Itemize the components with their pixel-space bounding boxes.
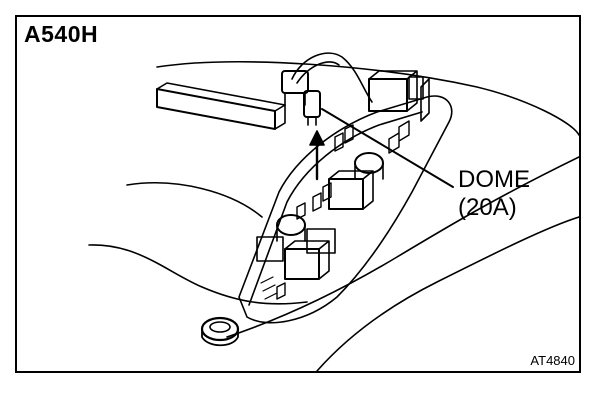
callout-leader (321, 108, 454, 188)
relay-cover (156, 88, 276, 130)
wire-harness-second (296, 61, 340, 84)
panel-outline-right (316, 216, 579, 371)
removal-arrow-head (309, 130, 325, 146)
panel-outline-lower-left (88, 244, 308, 305)
diagram-frame: A540H DOME (20A) AT4840 (15, 15, 581, 373)
panel-outline-upper (156, 61, 579, 136)
relay-mid (328, 178, 364, 210)
fuse-block-tray (238, 95, 453, 324)
fuse-row-lower (276, 202, 306, 300)
connector-plug (281, 70, 309, 94)
round-relay-upper (354, 152, 384, 174)
relay-bottom-left (256, 236, 284, 262)
callout-label-name: DOME (458, 166, 530, 193)
figure-code: AT4840 (530, 353, 575, 368)
dome-fuse (303, 90, 321, 118)
wire-harness (291, 52, 373, 103)
model-label: A540H (24, 21, 99, 47)
fuse-row (312, 120, 410, 212)
callout-label-rating: (20A) (458, 194, 517, 221)
relay-small-top (408, 76, 424, 100)
bracket-right (420, 78, 430, 122)
relay-top (368, 78, 408, 112)
relay-lower (284, 248, 320, 280)
panel-outline-bottom (226, 156, 579, 338)
panel-outline-left (126, 182, 263, 218)
relay-lower-right (306, 228, 336, 254)
round-relay-lower (276, 214, 306, 236)
fuse-box-illustration (88, 52, 579, 371)
fuse-block-inner-edge (248, 111, 423, 306)
